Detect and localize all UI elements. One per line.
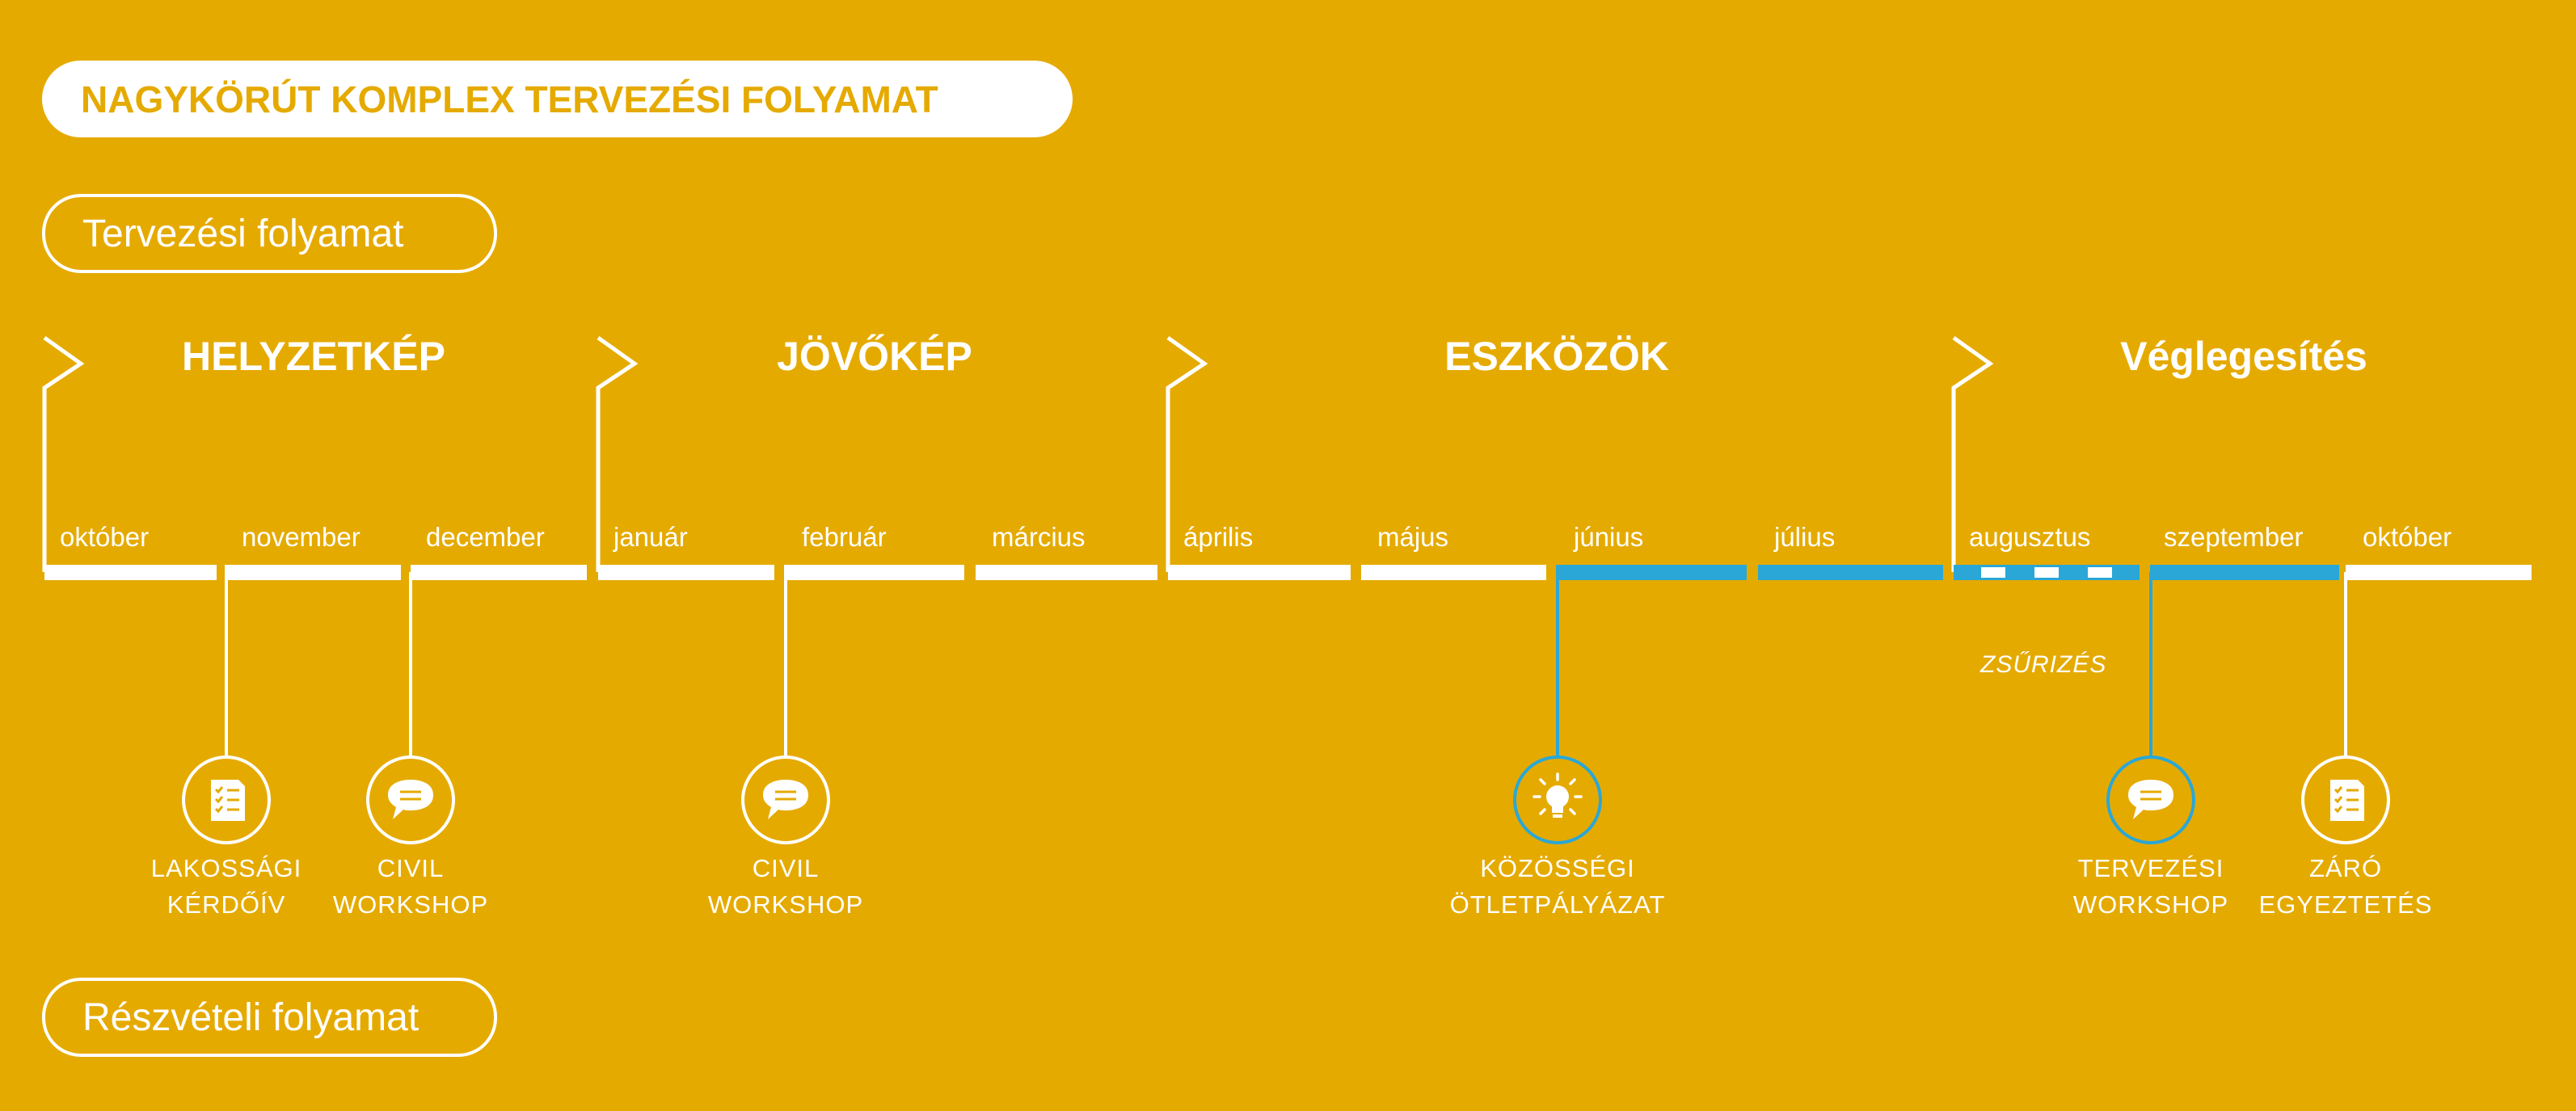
speech-bubble-icon <box>2128 780 2173 819</box>
phase-marker-veglegesites <box>1951 335 1994 572</box>
month-bar-oktober <box>44 565 217 580</box>
lightbulb-icon <box>1533 772 1583 818</box>
event-circle-lakossagi <box>182 755 271 844</box>
checklist-icon <box>2330 780 2364 821</box>
month-bar-julius <box>1758 565 1943 580</box>
jury-label: ZSŰRIZÉS <box>1980 651 2107 678</box>
month-bar-januar <box>598 565 774 580</box>
month-label-szeptember: szeptember <box>2164 522 2304 552</box>
phase-marker-jovokep <box>596 335 639 572</box>
phase-marker-eszkozok <box>1166 335 1208 572</box>
diagram-title: NAGYKÖRÚT KOMPLEX TERVEZÉSI FOLYAMAT <box>42 61 1073 137</box>
phase-title-veglegesites: Véglegesítés <box>2120 334 2367 379</box>
event-label-line2: ÖTLETPÁLYÁZAT <box>1449 890 1666 919</box>
event-label-line2: KÉRDŐÍV <box>167 890 286 919</box>
event-label-line1: LAKOSSÁGI <box>150 854 302 882</box>
event-circle-zaro <box>2301 755 2390 844</box>
month-label-julius: július <box>1774 522 1836 552</box>
event-label-civil-workshop-2: CIVIL WORKSHOP <box>656 850 915 923</box>
phase-title-jovokep: JÖVŐKÉP <box>777 334 972 379</box>
phase-title-helyzetkep: HELYZETKÉP <box>181 334 445 379</box>
event-label-line2: WORKSHOP <box>2072 890 2229 919</box>
month-label-marcius: március <box>992 522 1086 552</box>
event-label-lakossagi-kerdoiv: LAKOSSÁGI KÉRDŐÍV <box>97 850 356 923</box>
event-label-tervezesi-workshop: TERVEZÉSI WORKSHOP <box>2022 850 2280 923</box>
month-label-november: november <box>242 522 360 552</box>
month-label-augusztus: augusztus <box>1969 522 2091 552</box>
speech-bubble-icon <box>388 780 433 819</box>
month-label-december: december <box>426 522 545 552</box>
event-label-zaro-egyeztetes: ZÁRÓ EGYEZTETÉS <box>2216 850 2475 923</box>
month-bar-oktober-2 <box>2346 565 2532 580</box>
month-label-januar: január <box>613 522 688 552</box>
checklist-icon <box>211 780 245 821</box>
month-bar-augusztus <box>1954 565 2140 580</box>
speech-bubble-icon <box>763 780 808 819</box>
event-label-civil-workshop-1: CIVIL WORKSHOP <box>281 850 540 923</box>
event-label-line1: TERVEZÉSI <box>2077 854 2224 882</box>
event-circle-civil-1 <box>366 755 455 844</box>
month-label-oktober-2: október <box>2363 522 2452 552</box>
event-circle-civil-2 <box>741 755 830 844</box>
month-bar-majus <box>1361 565 1546 580</box>
phase-marker-helyzetkep <box>42 335 85 572</box>
event-label-line1: ZÁRÓ <box>2308 854 2383 882</box>
planning-process-label: Tervezési folyamat <box>42 194 497 273</box>
event-label-line1: CIVIL <box>752 854 820 882</box>
month-bar-december <box>411 565 587 580</box>
participation-process-label: Részvételi folyamat <box>42 978 497 1057</box>
month-label-februar: február <box>802 522 887 552</box>
month-label-junius: június <box>1574 522 1644 552</box>
event-label-line2: WORKSHOP <box>707 890 864 919</box>
event-label-line1: KÖZÖSSÉGI <box>1480 854 1635 882</box>
event-label-kozossegi-otletpalyazat: KÖZÖSSÉGI ÖTLETPÁLYÁZAT <box>1428 850 1687 923</box>
month-bar-februar <box>784 565 964 580</box>
month-bar-junius <box>1556 565 1747 580</box>
month-bar-november <box>225 565 401 580</box>
phase-title-eszkozok: ESZKÖZÖK <box>1444 334 1669 379</box>
event-circle-tervezesi <box>2106 755 2195 844</box>
month-bar-aprilis <box>1168 565 1351 580</box>
event-label-line2: EGYEZTETÉS <box>2258 890 2433 919</box>
event-circle-kozossegi <box>1513 755 1602 844</box>
month-label-oktober: október <box>60 522 150 552</box>
event-label-line1: CIVIL <box>377 854 445 882</box>
month-label-aprilis: április <box>1183 522 1254 552</box>
month-bar-szeptember <box>2150 565 2339 580</box>
month-bar-marcius <box>976 565 1157 580</box>
event-label-line2: WORKSHOP <box>332 890 489 919</box>
month-label-majus: május <box>1377 522 1449 552</box>
